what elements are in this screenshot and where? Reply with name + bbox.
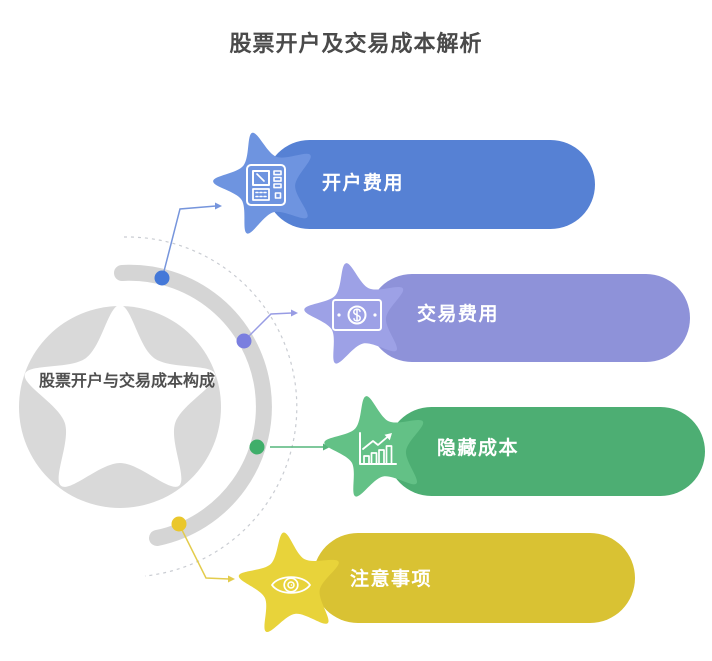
- bar-chart-rising-icon: [359, 432, 397, 465]
- connector-trade-fee: [236, 309, 298, 349]
- branch-label-open-fee: 开户费用: [322, 173, 405, 194]
- atm-machine-icon: [246, 164, 286, 206]
- branch-pill-open-fee: [265, 140, 595, 229]
- dashed-arc: [123, 236, 298, 577]
- page-title: 股票开户及交易成本解析: [229, 31, 483, 56]
- eye-icon: [271, 576, 311, 594]
- node-dot-purple: [236, 333, 252, 349]
- connector-hidden-cost: [249, 439, 330, 455]
- star-badge-notes: [238, 532, 339, 633]
- star-blob: [324, 396, 424, 497]
- connector-open-fee: [154, 202, 222, 286]
- branch-label-notes: 注意事项: [350, 569, 433, 590]
- branch-pill-notes: [313, 533, 635, 623]
- branch-label-trade-fee: 交易费用: [417, 304, 500, 325]
- center-star-shape: [24, 305, 216, 487]
- star-badge-trade-fee: [304, 263, 404, 364]
- banknote-icon: [332, 299, 382, 331]
- branch-label-hidden-cost: 隐藏成本: [437, 438, 520, 459]
- node-dot-blue: [154, 270, 170, 286]
- node-dot-yellow: [171, 516, 187, 532]
- star-badge-hidden-cost: [324, 396, 424, 497]
- star-badge-open-fee: [213, 132, 311, 234]
- node-dot-green: [249, 439, 265, 455]
- branch-pill-trade-fee: [368, 274, 690, 362]
- connector-notes: [171, 516, 235, 583]
- star-blob: [213, 132, 311, 234]
- center-star-label: 股票开户与交易成本构成: [38, 373, 215, 390]
- progress-arc: [114, 264, 272, 546]
- branch-pill-hidden-cost: [387, 407, 705, 496]
